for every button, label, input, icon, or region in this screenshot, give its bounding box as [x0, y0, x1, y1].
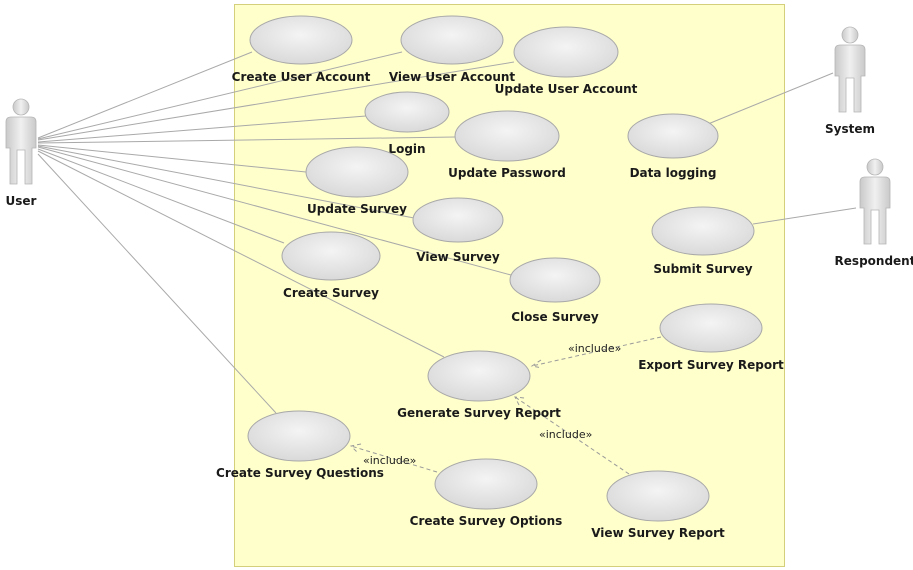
use-case-view-user-account[interactable]: View User Account	[389, 15, 516, 84]
use-case-view-survey[interactable]: View Survey	[412, 197, 504, 264]
svg-text:Create Survey: Create Survey	[283, 286, 379, 300]
svg-text:Update Password: Update Password	[448, 166, 566, 180]
system-actor-icon	[834, 26, 866, 113]
assoc-user-update-password	[37, 136, 456, 144]
use-case-generate-survey-report[interactable]: Generate Survey Report	[397, 350, 561, 420]
use-case-update-password[interactable]: Update Password	[448, 110, 566, 180]
actor-respondent[interactable]: Respondent	[835, 158, 913, 268]
svg-text:View Survey: View Survey	[416, 250, 500, 264]
svg-text:View Survey Report: View Survey Report	[591, 526, 725, 540]
use-case-create-user-account[interactable]: Create User Account	[232, 15, 371, 84]
assoc-user-create-survey-questions	[37, 153, 277, 414]
include-line-export	[531, 336, 662, 367]
svg-text:Export Survey Report: Export Survey Report	[638, 358, 784, 372]
assoc-system-data-logging	[707, 72, 834, 125]
include-arrow-export	[530, 359, 543, 369]
use-case-data-logging[interactable]: Data logging	[627, 113, 719, 180]
use-case-create-survey[interactable]: Create Survey	[281, 231, 381, 300]
svg-text:Update User Account: Update User Account	[495, 82, 638, 96]
assoc-respondent-submit-survey	[752, 207, 857, 225]
include-label-view-report: «include»	[539, 428, 592, 441]
assoc-user-create-user-account	[37, 51, 253, 139]
assoc-user-update-survey	[37, 144, 307, 173]
include-line-view-report	[514, 396, 630, 475]
svg-text:Create User Account: Create User Account	[232, 70, 371, 84]
use-case-login[interactable]: Login	[364, 91, 450, 156]
svg-text:Create Survey Options: Create Survey Options	[410, 514, 563, 528]
respondent-actor-icon	[859, 158, 891, 245]
assoc-user-create-survey	[37, 148, 285, 244]
svg-text:Generate Survey Report: Generate Survey Report	[397, 406, 561, 420]
svg-text:Close Survey: Close Survey	[511, 310, 599, 324]
svg-text:Respondent: Respondent	[835, 254, 913, 268]
use-case-update-survey[interactable]: Update Survey	[305, 146, 409, 216]
use-case-update-user-account[interactable]: Update User Account	[495, 26, 638, 96]
assoc-user-close-survey	[37, 146, 512, 276]
svg-text:User: User	[6, 194, 37, 208]
svg-text:Login: Login	[388, 142, 425, 156]
use-case-export-survey-report[interactable]: Export Survey Report	[638, 303, 784, 372]
svg-text:Update Survey: Update Survey	[307, 202, 407, 216]
include-arrow-view-report	[514, 396, 525, 406]
include-line-options	[350, 445, 438, 473]
use-case-close-survey[interactable]: Close Survey	[509, 257, 601, 324]
svg-text:Submit Survey: Submit Survey	[653, 262, 752, 276]
assoc-user-view-survey	[37, 145, 415, 219]
include-label-export: «include»	[568, 342, 621, 355]
use-case-submit-survey[interactable]: Submit Survey	[651, 206, 755, 276]
user-associations	[37, 51, 515, 414]
include-arrow-options	[349, 443, 362, 454]
include-label-options: «include»	[363, 454, 416, 467]
user-actor-icon	[5, 98, 37, 185]
assoc-user-view-user-account	[37, 51, 403, 140]
svg-text:Data logging: Data logging	[630, 166, 717, 180]
assoc-user-login	[37, 115, 367, 143]
svg-text:Create Survey Questions: Create Survey Questions	[216, 466, 384, 480]
use-case-create-survey-questions[interactable]: Create Survey Questions	[216, 410, 384, 480]
include-relations: «include» «include» «include»	[349, 336, 662, 475]
actor-user[interactable]: User	[5, 98, 37, 208]
assoc-user-update-user-account	[37, 61, 515, 141]
actor-system[interactable]: System	[825, 26, 875, 136]
use-case-view-survey-report[interactable]: View Survey Report	[591, 470, 725, 540]
svg-text:View User Account: View User Account	[389, 70, 516, 84]
assoc-user-generate-survey-report	[37, 150, 445, 358]
use-case-create-survey-options[interactable]: Create Survey Options	[410, 458, 563, 528]
svg-text:System: System	[825, 122, 875, 136]
